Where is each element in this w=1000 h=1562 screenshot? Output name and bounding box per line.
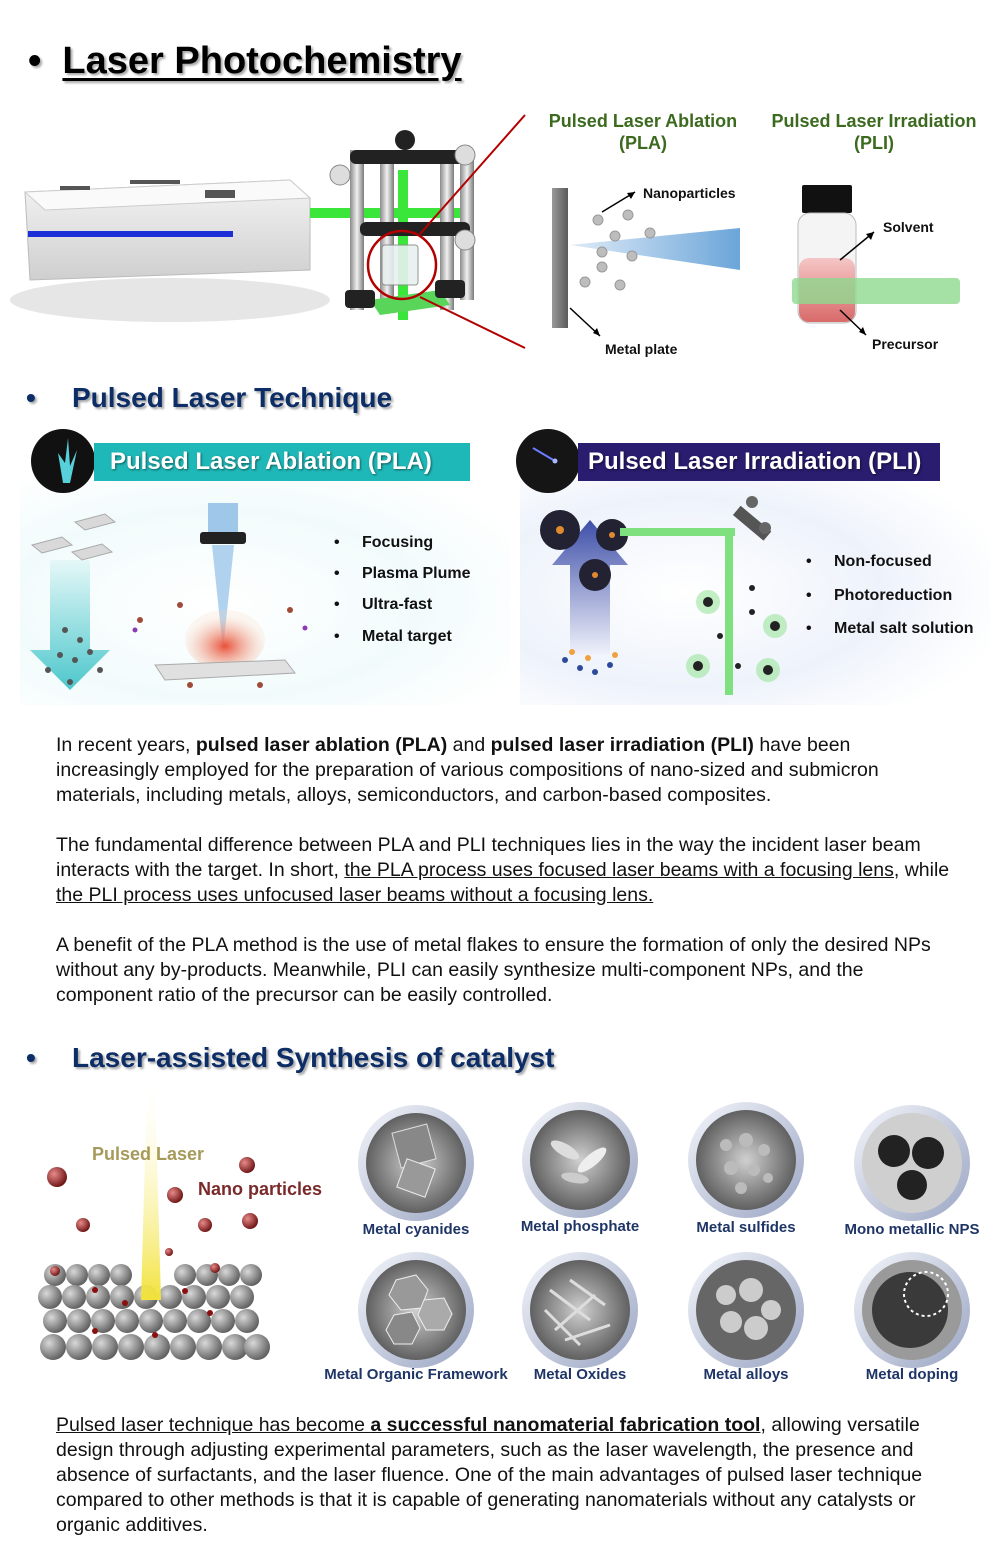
pla-banner-text: Pulsed Laser Ablation (PLA)	[110, 448, 432, 475]
category-label: Metal doping	[865, 1366, 959, 1383]
pli-panel-background	[520, 480, 990, 705]
synthesis-illustration	[38, 1085, 270, 1360]
pla-panel-background	[20, 480, 510, 705]
metal-cyanides-image	[358, 1105, 474, 1221]
laser-setup-illustration	[10, 114, 526, 349]
metal-oxides-image	[522, 1252, 638, 1368]
pla-diagram-heading: Pulsed Laser Ablation (PLA)	[540, 110, 746, 154]
paragraph-3: A benefit of the PLA method is the use o…	[56, 934, 931, 1006]
pla-pli-diagram	[552, 185, 960, 337]
pli-banner: Pulsed Laser Irradiation (PLI)	[578, 443, 940, 481]
pli-beam-icon	[516, 429, 580, 493]
pla-bullet-list: •Focusing •Plasma Plume •Ultra-fast •Met…	[334, 534, 504, 654]
category-label: Metal sulfides	[696, 1219, 796, 1236]
pla-diagram-heading-text: Pulsed Laser Ablation (PLA)	[548, 111, 738, 153]
category-label: Metal phosphate	[520, 1218, 640, 1235]
paragraph-1: In recent years, pulsed laser ablation (…	[56, 734, 879, 806]
metal-organic-framework-image	[358, 1252, 474, 1368]
pulsed-laser-label: Pulsed Laser	[92, 1144, 205, 1164]
pli-bullet-item: •Non-focused	[806, 553, 932, 570]
pli-diagram-heading-text: Pulsed Laser Irradiation (PLI)	[771, 111, 977, 153]
page-title: • Laser Photochemistry	[28, 40, 462, 83]
paragraph-2: The fundamental difference between PLA a…	[56, 834, 950, 906]
metal-doping-image	[854, 1252, 970, 1368]
nano-particles-label: Nano particles	[198, 1179, 323, 1199]
nanoparticles-label: Nanoparticles	[643, 185, 736, 201]
pli-diagram-heading: Pulsed Laser Irradiation (PLI)	[760, 110, 988, 154]
category-label: Metal cyanides	[362, 1221, 470, 1238]
section-bullet: •	[26, 1042, 36, 1073]
title-text: Laser Photochemistry	[62, 40, 462, 82]
pla-bullet-item: •Metal target	[334, 628, 452, 645]
section-bullet: •	[26, 382, 36, 413]
pli-bullet-item: •Metal salt solution	[806, 620, 974, 637]
metal-plate-label: Metal plate	[605, 341, 678, 357]
mono-metallic-nps-image	[854, 1105, 970, 1221]
pulsed-laser-technique-heading-text: Pulsed Laser Technique	[72, 382, 393, 413]
category-label: Mono metallic NPS	[844, 1221, 980, 1238]
metal-phosphate-image	[522, 1102, 638, 1218]
laser-synthesis-heading: • Laser-assisted Synthesis of catalyst	[26, 1042, 554, 1074]
pla-spark-icon	[31, 429, 95, 493]
paragraph-final: Pulsed laser technique has become a succ…	[56, 1414, 923, 1536]
metal-sulfides-image	[688, 1102, 804, 1218]
category-label: Metal Organic Framework	[324, 1366, 508, 1383]
solvent-label: Solvent	[883, 219, 934, 235]
pla-bullet-item: •Plasma Plume	[334, 565, 471, 582]
pla-banner: Pulsed Laser Ablation (PLA)	[94, 443, 470, 481]
category-label: Metal Oxides	[533, 1366, 627, 1383]
pli-bullet-item: •Photoreduction	[806, 587, 953, 604]
precursor-label: Precursor	[872, 336, 939, 352]
category-label: Metal alloys	[703, 1366, 789, 1383]
pla-bullet-item: •Ultra-fast	[334, 596, 433, 613]
pli-bullet-list: •Non-focused •Photoreduction •Metal salt…	[806, 553, 991, 643]
pla-bullet-item: •Focusing	[334, 534, 434, 551]
pli-banner-text: Pulsed Laser Irradiation (PLI)	[588, 448, 922, 475]
pulsed-laser-technique-heading: • Pulsed Laser Technique	[26, 382, 392, 414]
title-bullet: •	[28, 40, 63, 82]
laser-synthesis-heading-text: Laser-assisted Synthesis of catalyst	[72, 1042, 555, 1073]
metal-alloys-image	[688, 1252, 804, 1368]
